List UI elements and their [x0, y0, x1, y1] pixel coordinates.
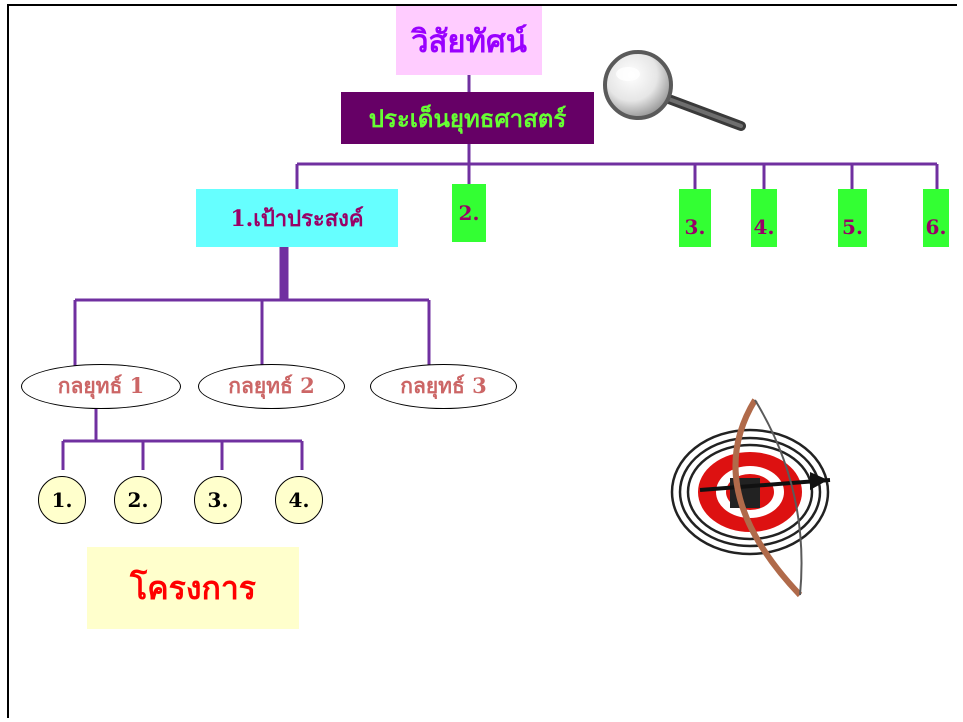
- goal-box-4: 4.: [751, 189, 777, 247]
- goal-box-2: 2.: [452, 184, 486, 242]
- slide-frame: [7, 4, 957, 718]
- item-circle-4: 4.: [275, 476, 323, 524]
- project-box: โครงการ: [87, 547, 299, 629]
- item-circle-3: 3.: [194, 476, 242, 524]
- strategy-oval-1: กลยุทธ์ 1: [21, 364, 181, 409]
- target-with-bow-icon: [670, 398, 831, 598]
- goal-box-1: 1.เป้าประสงค์: [196, 189, 398, 247]
- strategic-issue-box: ประเด็นยุทธศาสตร์: [341, 92, 594, 144]
- strategy-oval-3: กลยุทธ์ 3: [370, 364, 517, 409]
- strategy-oval-2: กลยุทธ์ 2: [198, 364, 345, 409]
- magnifying-glass-icon: [603, 50, 746, 131]
- goal-box-6: 6.: [923, 189, 949, 247]
- item-circle-1: 1.: [38, 476, 86, 524]
- goal-box-5: 5.: [838, 189, 867, 247]
- vision-box: วิสัยทัศน์: [396, 6, 542, 75]
- goal-box-3: 3.: [679, 189, 711, 247]
- item-circle-2: 2.: [114, 476, 162, 524]
